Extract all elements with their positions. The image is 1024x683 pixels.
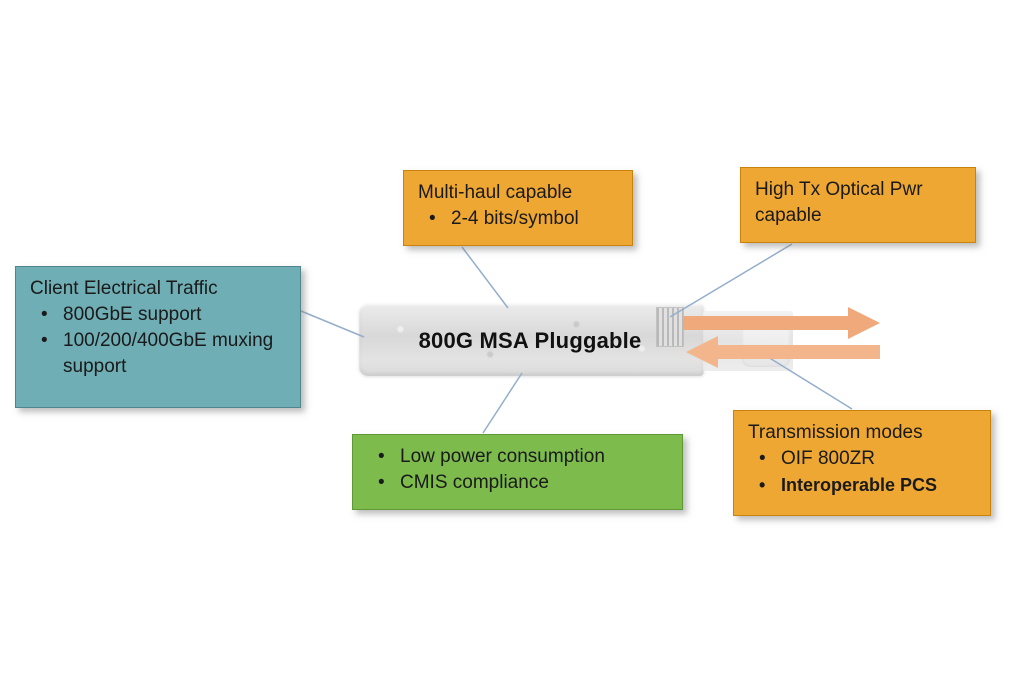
connector-line-transmission (767, 356, 853, 410)
receive-arrow (686, 336, 880, 368)
bullet-item: Low power consumption (367, 444, 668, 470)
callout-title: Transmission modes (748, 422, 923, 443)
transmit-arrow (683, 307, 880, 339)
bullet-item: OIF 800ZR (748, 446, 976, 472)
connector-line-multi-haul (461, 246, 509, 309)
callout-high-tx: High Tx Optical Pwr capable (740, 167, 976, 243)
callout-client: Client Electrical Traffic 800GbE support… (15, 266, 301, 408)
callout-title: High Tx Optical Pwr capable (755, 179, 923, 226)
connector-line-high-tx (669, 243, 793, 318)
bullet-text: 100/200/400GbE muxing support (63, 330, 274, 377)
connector-line-power (482, 372, 523, 434)
bullet-text: CMIS compliance (400, 472, 549, 493)
callout-transmission: Transmission modes OIF 800ZR Interoperab… (733, 410, 991, 516)
bullet-item: 100/200/400GbE muxing support (30, 328, 286, 380)
callout-title: Client Electrical Traffic (30, 278, 218, 299)
bullet-item: 2-4 bits/symbol (418, 206, 618, 232)
bullet-text: Interoperable PCS (781, 475, 938, 495)
bullet-text: 800GbE support (63, 304, 202, 325)
connector-line-client (300, 310, 365, 338)
callout-title: Multi-haul capable (418, 182, 573, 203)
module-connector-detail (656, 307, 684, 347)
module-label: 800G MSA Pluggable (418, 328, 642, 353)
bullet-text: Low power consumption (400, 446, 605, 467)
bullet-item: CMIS compliance (367, 470, 668, 496)
callout-multi-haul: Multi-haul capable 2-4 bits/symbol (403, 170, 633, 246)
callout-power: Low power consumption CMIS compliance (352, 434, 683, 510)
pluggable-module-image (359, 304, 704, 376)
bullet-item: 800GbE support (30, 302, 286, 328)
bullet-text: OIF 800ZR (781, 448, 875, 469)
bullet-item: Interoperable PCS (748, 472, 976, 498)
bullet-text: 2-4 bits/symbol (451, 208, 579, 229)
